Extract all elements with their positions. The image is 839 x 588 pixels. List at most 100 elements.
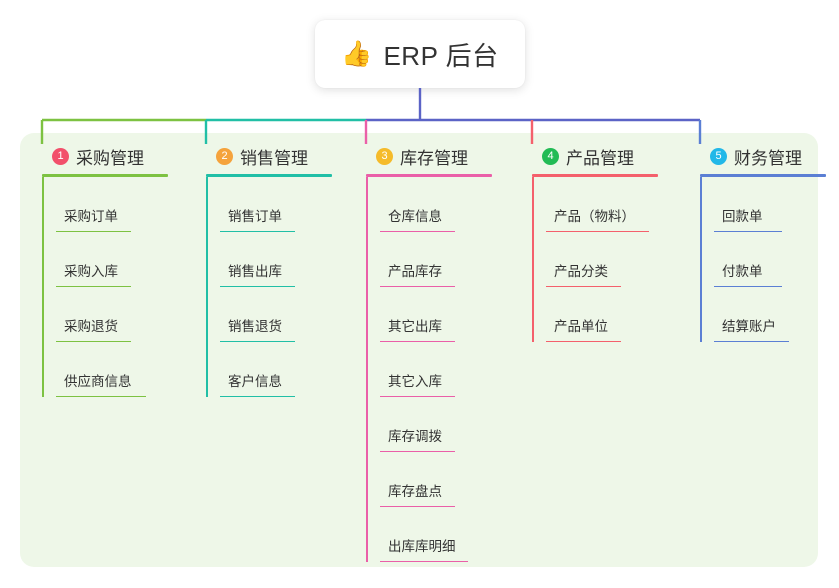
leaf-node-rule (220, 395, 295, 397)
column-index-badge: 5 (710, 147, 727, 165)
leaf-node-label: 付款单 (722, 264, 763, 279)
leaf-node-rule (546, 340, 621, 342)
leaf-node-rule (380, 450, 455, 452)
leaf-node-label: 采购退货 (64, 319, 118, 334)
leaf-node[interactable]: 采购入库 (34, 232, 168, 287)
leaf-node-label: 仓库信息 (388, 209, 442, 224)
leaf-node[interactable]: 销售订单 (198, 177, 332, 232)
leaf-node-rule (56, 395, 146, 397)
leaf-node-label: 出库库明细 (388, 539, 456, 554)
column-items: 产品（物料） 产品分类产品单位 (524, 177, 658, 342)
leaf-node-rule (546, 285, 621, 287)
column-header[interactable]: 3 库存管理 (358, 144, 492, 168)
leaf-node-label: 销售出库 (228, 264, 282, 279)
leaf-node-rule (56, 340, 131, 342)
leaf-node[interactable]: 采购退货 (34, 287, 168, 342)
leaf-node-label: 产品分类 (554, 264, 608, 279)
leaf-node[interactable]: 库存盘点 (358, 452, 492, 507)
leaf-node-label: 产品单位 (554, 319, 608, 334)
column-index-badge: 3 (376, 147, 393, 165)
column-items: 仓库信息产品库存其它出库其它入库库存调拨库存盘点出库库明细 (358, 177, 492, 562)
column-stem (366, 177, 368, 562)
leaf-node[interactable]: 付款单 (692, 232, 826, 287)
leaf-node[interactable]: 客户信息 (198, 342, 332, 397)
column-header-rule (206, 174, 332, 177)
leaf-node-label: 销售退货 (228, 319, 282, 334)
column-title: 采购管理 (76, 148, 144, 168)
column-title: 销售管理 (240, 148, 308, 168)
leaf-node[interactable]: 其它出库 (358, 287, 492, 342)
column-header[interactable]: 4 产品管理 (524, 144, 658, 168)
column-items: 销售订单销售出库销售退货客户信息 (198, 177, 332, 397)
leaf-node-label: 产品库存 (388, 264, 442, 279)
leaf-node-label: 采购订单 (64, 209, 118, 224)
leaf-node[interactable]: 其它入库 (358, 342, 492, 397)
leaf-node[interactable]: 产品单位 (524, 287, 658, 342)
leaf-node-rule (220, 340, 295, 342)
leaf-node[interactable]: 供应商信息 (34, 342, 168, 397)
leaf-node[interactable]: 结算账户 (692, 287, 826, 342)
column-header-rule (42, 174, 168, 177)
leaf-node-rule (546, 230, 649, 232)
leaf-node[interactable]: 产品分类 (524, 232, 658, 287)
column-stem (700, 177, 702, 342)
leaf-node-rule (714, 285, 782, 287)
leaf-node-label: 销售订单 (228, 209, 282, 224)
root-node-title: ERP 后台 (383, 40, 499, 71)
column-stem (42, 177, 44, 397)
thumbs-up-icon: 👍 (341, 39, 373, 68)
leaf-node[interactable]: 产品库存 (358, 232, 492, 287)
leaf-node[interactable]: 库存调拨 (358, 397, 492, 452)
leaf-node-label: 其它出库 (388, 319, 442, 334)
leaf-node-rule (56, 285, 131, 287)
column-title: 财务管理 (734, 148, 802, 168)
leaf-node[interactable]: 仓库信息 (358, 177, 492, 232)
leaf-node-rule (220, 230, 295, 232)
leaf-node-rule (380, 395, 455, 397)
column-header[interactable]: 1 采购管理 (34, 144, 168, 168)
column-stem (532, 177, 534, 342)
leaf-node-label: 其它入库 (388, 374, 442, 389)
leaf-node-label: 客户信息 (228, 374, 282, 389)
column-index-badge: 4 (542, 147, 559, 165)
leaf-node[interactable]: 采购订单 (34, 177, 168, 232)
column-采购管理: 1 采购管理采购订单采购入库采购退货供应商信息 (34, 144, 168, 397)
leaf-node-rule (56, 230, 131, 232)
column-items: 回款单付款单结算账户 (692, 177, 826, 342)
leaf-node-label: 库存盘点 (388, 484, 442, 499)
leaf-node-rule (380, 505, 455, 507)
leaf-node-label: 供应商信息 (64, 374, 132, 389)
column-header-rule (700, 174, 826, 177)
leaf-node-rule (380, 340, 455, 342)
leaf-node[interactable]: 销售退货 (198, 287, 332, 342)
column-产品管理: 4 产品管理产品（物料） 产品分类产品单位 (524, 144, 658, 342)
column-title: 产品管理 (566, 148, 634, 168)
leaf-node-label: 产品（物料） (554, 209, 635, 224)
column-header-rule (366, 174, 492, 177)
leaf-node-rule (380, 230, 455, 232)
column-销售管理: 2 销售管理销售订单销售出库销售退货客户信息 (198, 144, 332, 397)
leaf-node[interactable]: 销售出库 (198, 232, 332, 287)
leaf-node[interactable]: 产品（物料） (524, 177, 658, 232)
column-items: 采购订单采购入库采购退货供应商信息 (34, 177, 168, 397)
leaf-node[interactable]: 回款单 (692, 177, 826, 232)
leaf-node-label: 采购入库 (64, 264, 118, 279)
leaf-node-rule (380, 560, 468, 562)
column-header-rule (532, 174, 658, 177)
leaf-node-rule (380, 285, 455, 287)
leaf-node[interactable]: 出库库明细 (358, 507, 492, 562)
column-header[interactable]: 2 销售管理 (198, 144, 332, 168)
leaf-node-rule (714, 340, 789, 342)
column-title: 库存管理 (400, 148, 468, 168)
column-index-badge: 2 (216, 147, 233, 165)
leaf-node-label: 结算账户 (722, 319, 776, 334)
column-财务管理: 5 财务管理回款单付款单结算账户 (692, 144, 826, 342)
leaf-node-rule (220, 285, 295, 287)
root-node-card[interactable]: 👍 ERP 后台 (315, 20, 525, 88)
diagram-panel (20, 133, 818, 567)
column-header[interactable]: 5 财务管理 (692, 144, 826, 168)
column-库存管理: 3 库存管理仓库信息产品库存其它出库其它入库库存调拨库存盘点出库库明细 (358, 144, 492, 562)
column-index-badge: 1 (52, 147, 69, 165)
leaf-node-label: 库存调拨 (388, 429, 442, 444)
column-stem (206, 177, 208, 397)
